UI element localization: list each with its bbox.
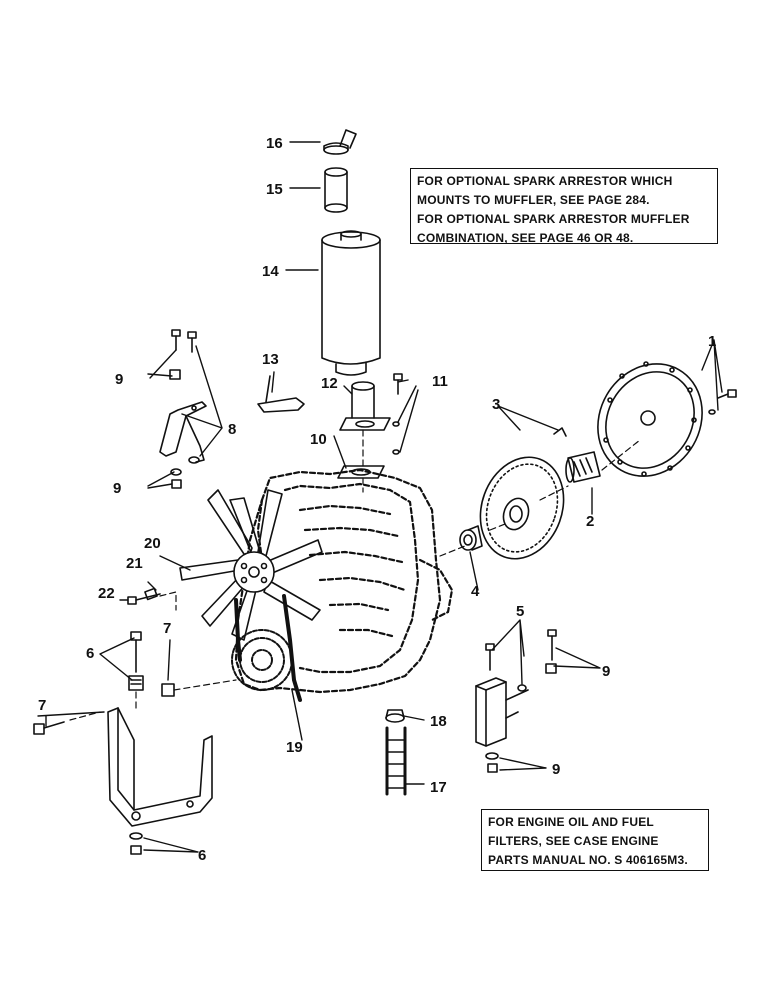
callout-18: 18 <box>430 713 447 730</box>
exhaust-pipe <box>324 167 348 213</box>
callout-12: 12 <box>321 375 338 392</box>
callout-9-right: 9 <box>602 663 610 680</box>
fan-bolt <box>127 593 161 605</box>
callout-5: 5 <box>516 603 524 620</box>
cooling-fan <box>179 489 323 641</box>
callout-2: 2 <box>586 513 594 530</box>
muffler-inlet-pipe <box>351 381 375 419</box>
note-line: FOR ENGINE OIL AND FUEL <box>488 815 654 829</box>
engine-filters-note: FOR ENGINE OIL AND FUEL FILTERS, SEE CAS… <box>481 809 709 871</box>
callout-11: 11 <box>432 373 448 390</box>
callout-9-top: 9 <box>115 371 123 388</box>
callout-10: 10 <box>310 431 327 448</box>
drive-plate <box>479 427 567 560</box>
callout-8: 8 <box>228 421 236 438</box>
spark-arrestor-note: FOR OPTIONAL SPARK ARRESTOR WHICH MOUNTS… <box>410 168 718 245</box>
muffler <box>321 230 381 376</box>
bracket-bolts <box>169 329 200 489</box>
callout-9-bottom: 9 <box>552 761 560 778</box>
drive-axis <box>439 439 641 557</box>
engine-block <box>234 468 454 694</box>
callout-9-mid: 9 <box>113 480 121 497</box>
note-line: FOR OPTIONAL SPARK ARRESTOR MUFFLER <box>417 212 690 226</box>
callout-7-left: 7 <box>38 697 46 714</box>
callout-14: 14 <box>262 263 279 280</box>
callout-19: 19 <box>286 739 303 756</box>
dipstick-cap <box>385 709 405 723</box>
callout-1: 1 <box>708 333 716 350</box>
rain-cap <box>323 129 357 155</box>
callout-6-bottom: 6 <box>198 847 206 864</box>
note-line: PARTS MANUAL NO. S 406165M3. <box>488 853 688 867</box>
drive-shaft-coupling <box>565 451 601 483</box>
flywheel-housing-cover <box>597 361 703 477</box>
mount-axis <box>69 679 237 721</box>
front-mount-hardware <box>33 631 175 855</box>
callout-22: 22 <box>98 585 115 602</box>
callout-4: 4 <box>471 583 480 600</box>
callout-15: 15 <box>266 181 283 198</box>
callout-17: 17 <box>430 779 447 796</box>
leader-lines <box>37 141 723 853</box>
note-line: FOR OPTIONAL SPARK ARRESTOR WHICH <box>417 174 673 188</box>
note-line: COMBINATION, SEE PAGE 46 OR 48. <box>417 231 634 245</box>
fan-spacer <box>144 587 158 601</box>
exhaust-gasket <box>337 465 385 479</box>
note-line: MOUNTS TO MUFFLER, SEE PAGE 284. <box>417 193 650 207</box>
cover-bolts <box>708 389 737 415</box>
left-front-mount <box>107 707 213 827</box>
dipstick-tube <box>385 726 407 796</box>
fan-belt <box>234 594 302 702</box>
note-line: FILTERS, SEE CASE ENGINE <box>488 834 659 848</box>
callout-6-top: 6 <box>86 645 94 662</box>
callout-21: 21 <box>126 555 143 572</box>
callout-16: 16 <box>266 135 283 152</box>
fan-bolt-axis <box>159 591 177 611</box>
muffler-bracket <box>159 401 207 463</box>
callout-3: 3 <box>492 396 500 413</box>
pipe-flange <box>339 417 391 431</box>
callout-13: 13 <box>262 351 279 368</box>
callout-labels: 16 15 14 13 12 11 10 9 8 9 1 3 2 4 20 21… <box>38 135 716 864</box>
heat-shield <box>257 375 305 413</box>
right-engine-mount <box>475 677 529 747</box>
callout-7-right: 7 <box>163 620 171 637</box>
flange-bolts <box>392 373 403 455</box>
right-mount-bolts <box>485 629 557 773</box>
callout-20: 20 <box>144 535 161 552</box>
